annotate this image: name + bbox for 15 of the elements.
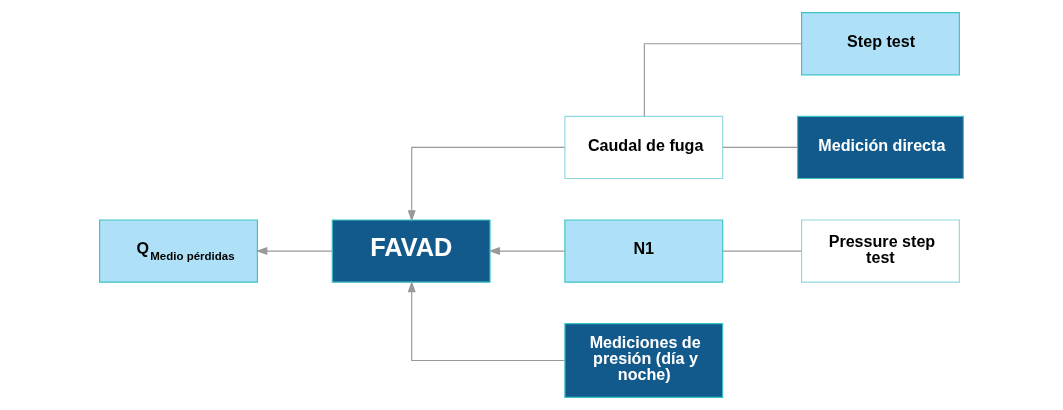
node-box: Q$_{Medio pérdidas}$ (99, 219, 258, 283)
arrow (488, 247, 566, 256)
node-box: Step test (801, 12, 960, 76)
node-box: Mediciones de presión (día y noche) (564, 323, 724, 398)
node-box: Pressure step test (801, 219, 960, 283)
arrow (407, 280, 566, 362)
node-box: FAVAD (331, 219, 491, 283)
connector (722, 146, 798, 148)
node-box: Medición directa (796, 115, 964, 180)
connector (722, 250, 802, 252)
arrow (407, 146, 566, 222)
arrow (255, 247, 333, 256)
node-box: N1 (564, 219, 724, 283)
connector (643, 43, 803, 117)
node-box: Caudal de fuga (564, 115, 724, 180)
